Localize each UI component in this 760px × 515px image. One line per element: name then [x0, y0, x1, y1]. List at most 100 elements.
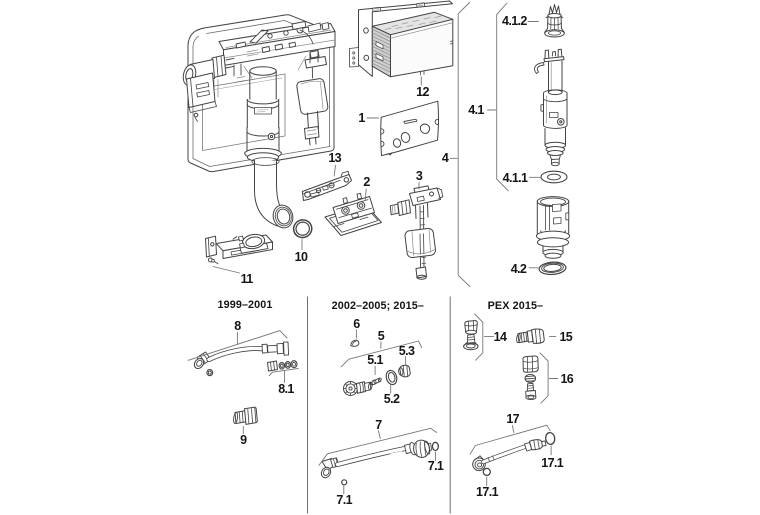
part-2-lever-bracket-shape	[341, 206, 350, 215]
part-12-protection-box-shape	[363, 27, 369, 34]
part-7-1-orings-shape	[431, 441, 440, 452]
part-5-connector-set-shape	[359, 382, 364, 393]
part-1-protection-plate-shape	[392, 138, 402, 148]
part-15-coupling-shape	[516, 333, 521, 344]
part-8-1-fittings-shape	[286, 362, 290, 368]
part-3-filling-valve-shape	[407, 249, 435, 255]
part-17-hose	[472, 439, 547, 472]
part-17-hose-shape	[487, 455, 495, 462]
cistern-tank-drawing-shape-shape	[246, 49, 259, 57]
part-8-1-fittings-shape	[292, 361, 296, 367]
part-3-filling-valve-shape	[416, 274, 427, 280]
part-4-1-flush-valve-shape	[559, 120, 563, 124]
part-13-bracket-shape	[310, 191, 320, 198]
cistern-tank-drawing-shape-shape	[299, 29, 314, 45]
part-17-1-orings	[482, 431, 556, 477]
part-4-1-flush-valve-shape	[543, 56, 565, 63]
cistern-tank-drawing-shape	[192, 146, 331, 167]
part-12-protection-box-shape	[416, 2, 425, 8]
cistern-tank-drawing-shape-shape	[274, 206, 292, 227]
cistern-tank-drawing-shape-shape	[300, 80, 326, 85]
part-3-filling-valve-shape	[415, 203, 429, 219]
part-4-1-flush-valve-shape	[543, 97, 568, 103]
cistern-tank-drawing-shape-shape	[269, 134, 274, 139]
cistern-tank-drawing-shape-shape	[276, 208, 291, 225]
cistern-tank-drawing-shape-shape	[267, 132, 276, 141]
part-4-1-flush-valve-shape	[547, 150, 564, 156]
section-dividers	[307, 296, 451, 514]
part-16-connector-set-shape	[522, 367, 539, 370]
cistern-tank-drawing-shape	[202, 73, 286, 151]
part-14-insert-shape	[464, 320, 478, 333]
part-17-1-orings-shape	[544, 431, 556, 446]
leader-81	[268, 367, 299, 383]
cistern-tank-drawing-shape-shape	[261, 25, 295, 32]
part-1-protection-plate-shape	[380, 128, 385, 135]
part-11-wall-bracket-shape	[210, 242, 215, 247]
part-3-filling-valve-shape	[436, 187, 444, 199]
part-7-hose	[320, 439, 432, 479]
part-12-protection-box-shape	[375, 41, 384, 62]
part-5-connector-set	[343, 364, 411, 396]
cistern-tank-drawing-shape-shape	[309, 137, 317, 146]
part-4-1-flush-valve-shape	[544, 49, 550, 59]
part-7-hose-shape	[335, 446, 408, 467]
part-13-bracket-shape	[303, 180, 341, 195]
cistern-tank-drawing-shape	[186, 72, 217, 122]
part-17-1-orings-shape	[482, 467, 491, 477]
part-4-valve-seat-shape	[553, 217, 562, 225]
part-4-2-seal-shape	[543, 263, 562, 272]
part-5-connector-set-shape	[368, 381, 373, 391]
part-3-filling-valve-shape	[391, 204, 396, 215]
cistern-tank-drawing-shape-shape	[288, 41, 297, 48]
part-4-1-flush-valve-shape	[540, 104, 544, 112]
part-8-1-fittings-shape	[284, 361, 292, 369]
part-7-1-orings	[341, 441, 440, 486]
part-4-valve-seat-shape	[544, 252, 562, 259]
cistern-tank-drawing-shape-shape	[254, 160, 278, 227]
cistern-tank-drawing-shape-shape	[306, 129, 317, 136]
cistern-tank-drawing-shape-shape	[235, 41, 247, 49]
part-1-protection-plate-shape	[403, 118, 418, 124]
part-12-protection-box-shape	[352, 51, 356, 55]
part-11-wall-bracket-shape	[205, 235, 217, 258]
part-5-connector-set-shape	[370, 381, 374, 386]
part-12-protection-box-shape	[450, 40, 454, 45]
part-16-connector-set-shape	[526, 355, 533, 373]
part-4-valve-seat-shape	[565, 212, 570, 221]
part-12-protection-box-shape	[420, 70, 425, 76]
part-9-connector-shape	[247, 407, 257, 424]
cistern-tank-drawing-shape	[233, 50, 319, 77]
cistern-tank-drawing-shape-shape	[246, 99, 280, 105]
bracket-41	[496, 2, 509, 192]
part-6-clip	[350, 339, 360, 347]
part-8-hose-shape	[283, 341, 290, 356]
bracket-16	[539, 352, 549, 404]
cistern-tank-drawing-shape-shape	[307, 111, 319, 131]
part-13-bracket-shape	[315, 187, 322, 194]
part-5-connector-set-shape	[343, 381, 358, 396]
part-4-1-2-valve-cap-shape	[547, 22, 562, 26]
part-4-1-flush-valve-shape	[544, 127, 566, 146]
part-8-1-fittings-shape	[280, 363, 284, 368]
part-11-wall-bracket	[205, 233, 273, 265]
leader-7	[318, 427, 438, 466]
part-4-1-flush-valve-shape	[542, 89, 568, 95]
part-4-1-flush-valve-shape	[548, 60, 563, 93]
cistern-tank-drawing-shape-shape	[246, 131, 280, 137]
part-15-coupling-shape	[520, 331, 528, 343]
part-7-hose-shape	[323, 468, 330, 476]
part-4-1-flush-valve-shape	[551, 51, 557, 57]
part-11-wall-bracket-shape	[238, 235, 245, 249]
part-14-insert-shape	[467, 336, 476, 341]
part-14-insert	[463, 320, 479, 351]
cistern-tank-drawing-shape-shape	[261, 46, 271, 53]
part-16-connector-set-shape	[522, 360, 539, 363]
part-12-protection-box-shape	[352, 56, 356, 60]
part-14-insert-shape	[464, 324, 478, 327]
part-2-lever-bracket-shape	[356, 201, 366, 210]
part-8-hose-shape	[267, 344, 278, 353]
cistern-tank-drawing-shape-shape	[256, 109, 269, 113]
part-4-1-2-valve-cap-shape	[548, 4, 561, 15]
part-3-filling-valve-shape	[411, 228, 431, 256]
